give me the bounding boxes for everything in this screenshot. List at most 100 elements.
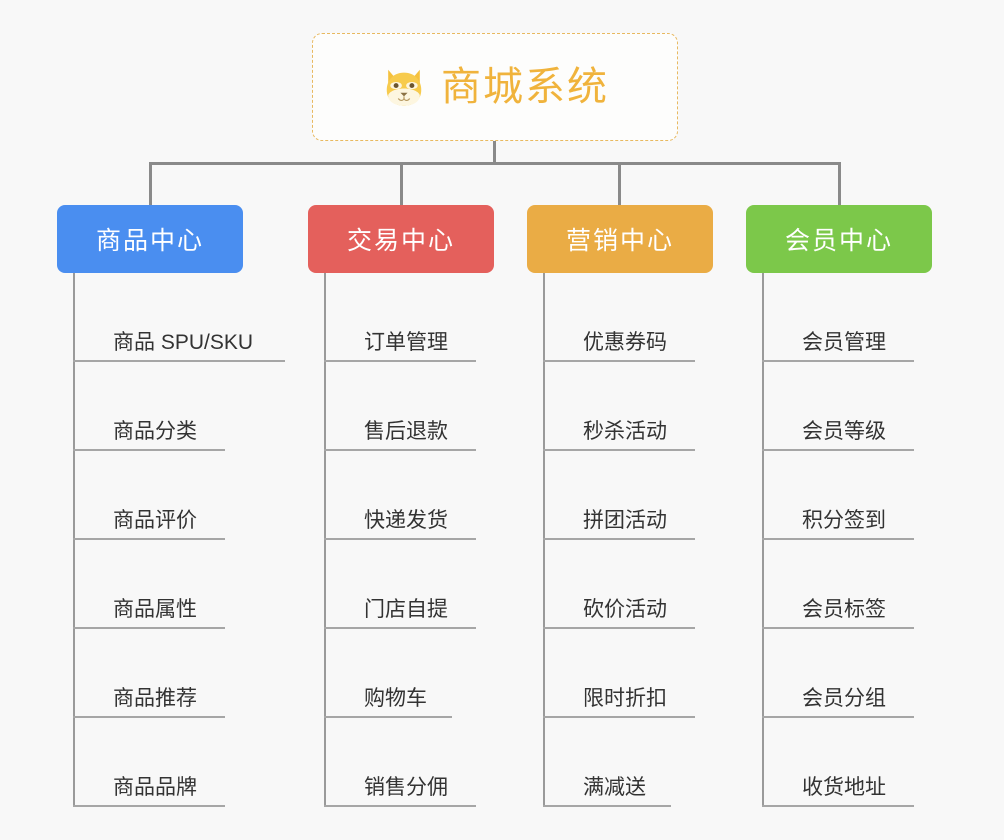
leaf-label: 商品推荐 [113,687,197,710]
shiba-dog-face-icon [386,69,422,106]
leaf-label: 优惠券码 [583,331,667,354]
leaf-item[interactable]: 商品品牌 [73,718,253,807]
leaf-underline [762,627,914,629]
category-column-member-center: 会员中心会员管理会员等级积分签到会员标签会员分组收货地址 [746,205,932,807]
leaf-item[interactable]: 优惠券码 [543,273,695,362]
leaf-label: 秒杀活动 [583,420,667,443]
category-box-member-center[interactable]: 会员中心 [746,205,932,273]
leaf-label: 销售分佣 [364,776,448,799]
leaf-label: 拼团活动 [583,509,667,532]
connector-drop-2 [400,162,403,207]
category-column-marketing-center: 营销中心优惠券码秒杀活动拼团活动砍价活动限时折扣满减送 [527,205,713,807]
leaf-underline [324,360,476,362]
leaf-underline [762,538,914,540]
leaf-underline [762,449,914,451]
leaf-label: 商品分类 [113,420,197,443]
leaf-label: 会员标签 [802,598,886,621]
connector-root-stem [493,141,496,164]
leaf-item[interactable]: 会员标签 [762,540,914,629]
leaf-underline [762,716,914,718]
leaf-underline [73,449,225,451]
leaf-underline [73,538,225,540]
root-title: 商城系统 [441,65,609,109]
leaf-underline [543,538,695,540]
leaf-underline [762,360,914,362]
leaf-label: 满减送 [583,776,646,799]
leaf-item[interactable]: 门店自提 [324,540,476,629]
leaf-item[interactable]: 限时折扣 [543,629,695,718]
leaf-underline [324,716,452,718]
leaf-label: 购物车 [364,687,427,710]
leaf-underline [73,627,225,629]
leaf-item[interactable]: 商品 SPU/SKU [73,273,285,362]
leaf-item[interactable]: 快递发货 [324,451,476,540]
connector-bus [150,162,840,165]
category-label: 商品中心 [95,227,204,255]
leaf-list-product-center: 商品 SPU/SKU 商品分类商品评价商品属性商品推荐商品品牌 [73,273,285,807]
leaf-item[interactable]: 收货地址 [762,718,914,807]
branch-spine-product-center [73,273,75,807]
leaf-label: 限时折扣 [583,687,667,710]
branch-spine-trade-center [324,273,326,807]
leaf-label: 商品 SPU/SKU [113,331,254,354]
leaf-label: 会员分组 [802,687,886,710]
category-column-product-center: 商品中心商品 SPU/SKU 商品分类商品评价商品属性商品推荐商品品牌 [57,205,285,807]
leaf-item[interactable]: 商品推荐 [73,629,253,718]
leaf-item[interactable]: 满减送 [543,718,671,807]
leaf-item[interactable]: 秒杀活动 [543,362,695,451]
leaf-item[interactable]: 积分签到 [762,451,914,540]
category-label: 交易中心 [346,227,455,255]
category-label: 会员中心 [784,227,893,255]
leaf-label: 会员等级 [802,420,886,443]
leaf-list-marketing-center: 优惠券码秒杀活动拼团活动砍价活动限时折扣满减送 [543,273,695,807]
leaf-label: 商品品牌 [113,776,197,799]
category-label: 营销中心 [565,227,674,255]
leaf-label: 商品评价 [113,509,197,532]
leaf-item[interactable]: 会员管理 [762,273,914,362]
leaf-item[interactable]: 砍价活动 [543,540,695,629]
leaf-item[interactable]: 购物车 [324,629,452,718]
branch-spine-member-center [762,273,764,807]
leaf-underline [543,360,695,362]
category-box-marketing-center[interactable]: 营销中心 [527,205,713,273]
leaf-label: 订单管理 [364,331,448,354]
leaf-item[interactable]: 商品分类 [73,362,253,451]
leaf-underline [762,805,914,807]
branch-spine-marketing-center [543,273,545,807]
leaf-underline [73,360,285,362]
leaf-item[interactable]: 商品评价 [73,451,253,540]
leaf-list-trade-center: 订单管理售后退款快递发货门店自提购物车销售分佣 [324,273,476,807]
connector-drop-4 [838,162,841,207]
leaf-underline [324,627,476,629]
leaf-underline [324,449,476,451]
category-box-trade-center[interactable]: 交易中心 [308,205,494,273]
leaf-label: 砍价活动 [583,598,667,621]
leaf-underline [73,716,225,718]
leaf-label: 快递发货 [364,509,448,532]
root-node[interactable]: 商城系统 [312,33,678,141]
category-box-product-center[interactable]: 商品中心 [57,205,243,273]
leaf-underline [543,716,695,718]
leaf-label: 积分签到 [802,509,886,532]
leaf-item[interactable]: 商品属性 [73,540,253,629]
connector-drop-3 [618,162,621,207]
leaf-item[interactable]: 售后退款 [324,362,476,451]
leaf-underline [543,449,695,451]
leaf-item[interactable]: 订单管理 [324,273,476,362]
leaf-underline [73,805,225,807]
leaf-underline [324,538,476,540]
leaf-item[interactable]: 拼团活动 [543,451,695,540]
leaf-underline [543,627,695,629]
category-column-trade-center: 交易中心订单管理售后退款快递发货门店自提购物车销售分佣 [308,205,494,807]
leaf-label: 会员管理 [802,331,886,354]
leaf-item[interactable]: 会员分组 [762,629,914,718]
connector-drop-1 [149,162,152,207]
leaf-label: 商品属性 [113,598,197,621]
leaf-list-member-center: 会员管理会员等级积分签到会员标签会员分组收货地址 [762,273,914,807]
leaf-label: 售后退款 [364,420,448,443]
leaf-label: 收货地址 [802,776,886,799]
leaf-item[interactable]: 销售分佣 [324,718,476,807]
leaf-item[interactable]: 会员等级 [762,362,914,451]
leaf-underline [543,805,671,807]
